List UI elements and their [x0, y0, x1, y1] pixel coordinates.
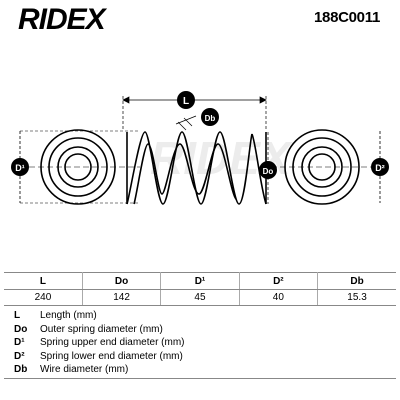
wire-diameter-indicator	[175, 115, 197, 131]
db-label: Db	[201, 108, 219, 126]
legend-key: Db	[14, 364, 28, 376]
legend-text: Outer spring diameter (mm)	[40, 323, 163, 335]
col-header-length: L	[4, 272, 83, 290]
legend-text: Spring lower end diameter (mm)	[40, 350, 183, 362]
divider	[4, 378, 396, 379]
legend-text: Spring upper end diameter (mm)	[40, 337, 185, 349]
col-header-lower-end-diameter: D²	[239, 272, 319, 290]
spec-table-header: L Do D¹ D² Db	[4, 272, 396, 290]
part-number: 188C0011	[313, 9, 380, 26]
value-length: 240	[4, 289, 83, 306]
list-item: Do Outer spring diameter (mm)	[14, 323, 384, 337]
brand-name: RIDEX	[18, 4, 108, 34]
value-upper-end-diameter: 45	[160, 289, 240, 306]
legend-text: Wire diameter (mm)	[40, 364, 129, 376]
svg-text:Db: Db	[205, 114, 216, 123]
do-label: Do	[259, 161, 277, 179]
list-item: D¹ Spring upper end diameter (mm)	[14, 336, 384, 350]
value-outer-diameter: 142	[82, 289, 162, 306]
col-header-upper-end-diameter: D¹	[160, 272, 240, 290]
svg-text:L: L	[183, 96, 189, 107]
list-item: L Length (mm)	[14, 309, 384, 323]
header: RIDEX 188C0011	[0, 0, 400, 40]
ridex-logo: RIDEX	[18, 4, 109, 34]
length-label: L	[177, 91, 195, 109]
legend-key: D¹	[14, 337, 25, 349]
upper-end-view	[19, 129, 140, 205]
svg-text:Do: Do	[263, 167, 274, 176]
legend-key: L	[14, 310, 21, 322]
value-lower-end-diameter: 40	[239, 289, 319, 306]
d2-label-right: D²	[371, 158, 389, 176]
svg-text:D¹: D¹	[15, 163, 25, 173]
list-item: Db Wire diameter (mm)	[14, 363, 384, 377]
legend-text: Length (mm)	[40, 310, 97, 322]
legend: L Length (mm) Do Outer spring diameter (…	[14, 309, 384, 377]
lower-end-view	[262, 129, 381, 205]
spec-table: L Do D¹ D² Db 240 142 45 40 15.3	[4, 272, 396, 306]
value-wire-diameter: 15.3	[317, 289, 396, 306]
spring-drawing: RIDEX D¹ D²	[11, 91, 389, 205]
table-row: 240 142 45 40 15.3	[4, 289, 396, 306]
col-header-outer-diameter: Do	[82, 272, 162, 290]
list-item: D² Spring lower end diameter (mm)	[14, 350, 384, 364]
col-header-wire-diameter: Db	[317, 272, 396, 290]
svg-text:D²: D²	[375, 163, 385, 173]
d1-label-left: D¹	[11, 158, 29, 176]
legend-key: Do	[14, 323, 28, 335]
legend-key: D²	[14, 350, 25, 362]
